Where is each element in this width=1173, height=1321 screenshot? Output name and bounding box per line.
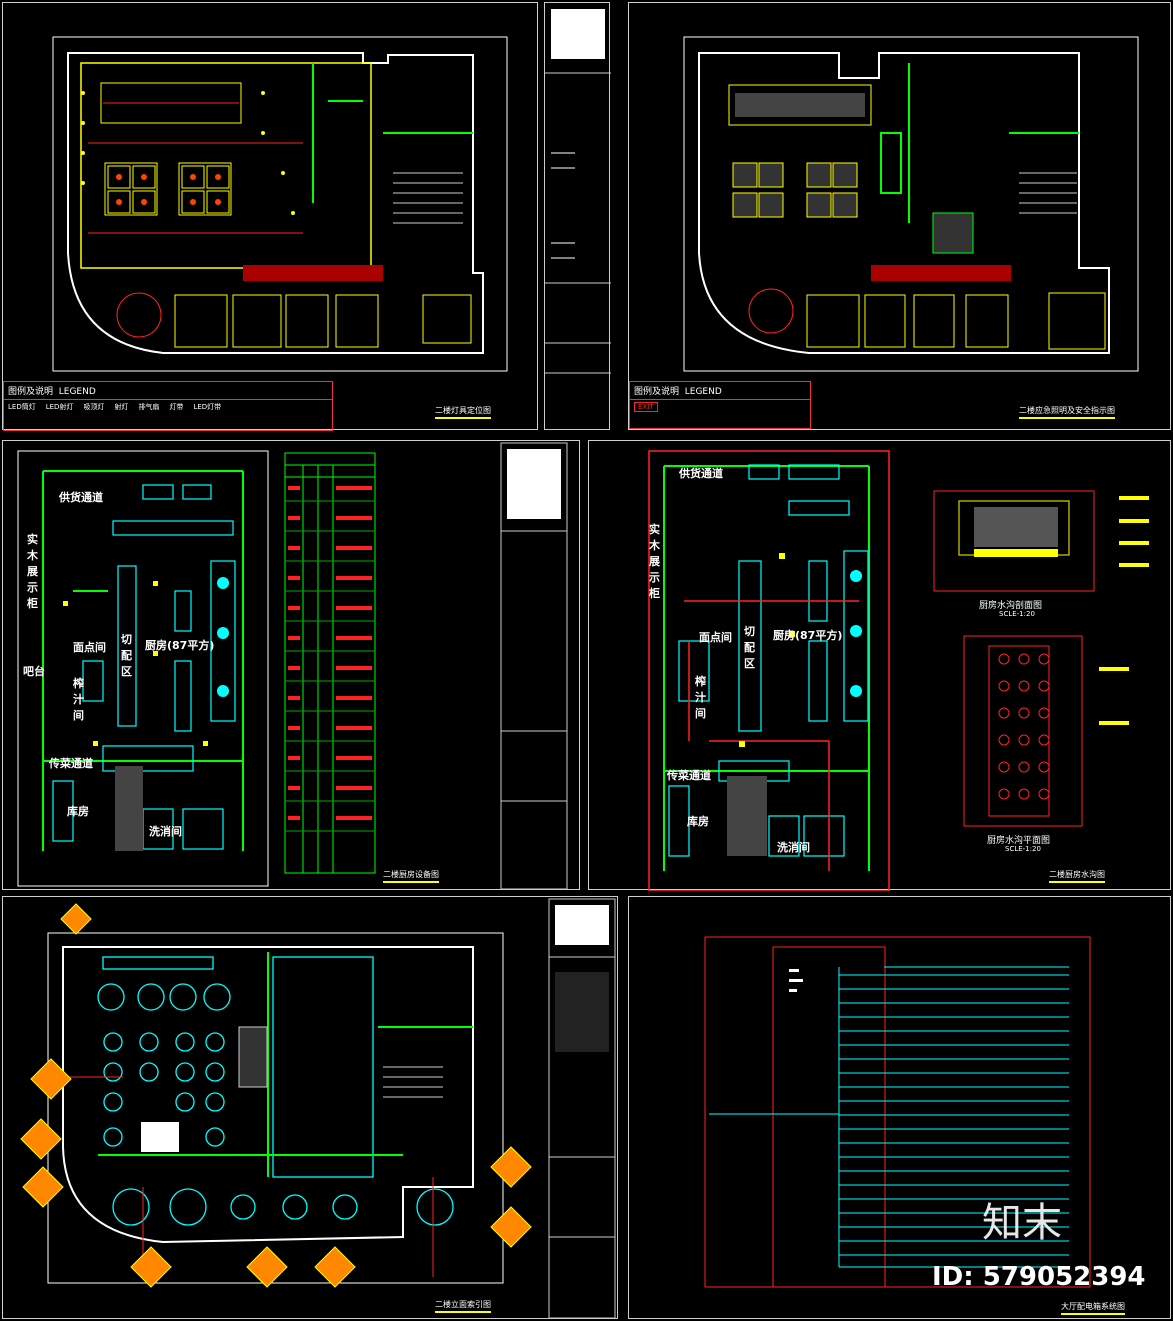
- sheet-kitchen-drain: 供货通道 厨房(87平方) 面点间 切配区 榨汁间 传菜通道 库房 洗消间 实木…: [588, 440, 1171, 891]
- sheet-emergency-lighting: 图例及说明 LEGEND EXIT 二楼应急照明及安全指示图: [628, 2, 1171, 430]
- room-display: 实木展示柜: [27, 533, 38, 610]
- legend-item: LED射灯: [45, 403, 74, 411]
- sheet-title: 二楼灯具定位图: [435, 405, 491, 419]
- emergency-plan-drawing: [683, 36, 1139, 372]
- sheet-title: 二楼厨房设备图: [383, 869, 439, 883]
- sheet-lighting-plan: 图例及说明 LEGEND LED筒灯 LED射灯 吸顶灯 射灯 排气扇 灯带 L…: [2, 2, 538, 431]
- sheet-title: 二楼立面索引图: [435, 1299, 491, 1313]
- kitchen-equipment-drawing: [17, 442, 568, 890]
- title-block-1: [544, 2, 611, 430]
- room-serving-corridor: 传菜通道: [667, 769, 711, 782]
- emergency-legend: 图例及说明 LEGEND EXIT: [629, 381, 811, 429]
- room-storage: 库房: [687, 815, 709, 828]
- legend-item: LED筒灯: [8, 403, 36, 411]
- legend-title: 图例及说明: [8, 387, 54, 397]
- legend-title: 图例及说明: [634, 387, 680, 397]
- legend-item: 吸顶灯: [83, 403, 105, 411]
- room-wash: 洗消间: [777, 841, 810, 854]
- room-cutting: 切配区: [744, 625, 755, 670]
- sheet-title: 二楼厨房水沟图: [1049, 869, 1105, 883]
- sheet-kitchen-equipment: 供货通道 厨房(87平方) 面点间 切配区 榨汁间 传菜通道 库房 洗消间 实木…: [2, 440, 580, 890]
- legend-subtitle: LEGEND: [58, 387, 96, 397]
- room-juice: 榨汁间: [695, 675, 706, 720]
- sheet-title: 二楼应急照明及安全指示图: [1019, 405, 1115, 419]
- legend-item: 射灯: [114, 403, 129, 411]
- sheet-title: 大厅配电箱系统图: [1061, 1301, 1125, 1315]
- room-supply-corridor: 供货通道: [59, 491, 103, 504]
- kitchen-drain-drawing: [648, 450, 1149, 891]
- room-supply-corridor: 供货通道: [679, 467, 723, 480]
- room-kitchen: 厨房(87平方): [773, 629, 843, 642]
- room-juice: 榨汁间: [73, 677, 84, 722]
- room-kitchen: 厨房(87平方): [145, 639, 215, 652]
- legend-item: 排气扇: [138, 403, 160, 411]
- distribution-system-drawing: [704, 936, 1091, 1288]
- lighting-plan-drawing: [52, 36, 508, 372]
- room-cutting: 切配区: [121, 633, 132, 678]
- lighting-legend: 图例及说明 LEGEND LED筒灯 LED射灯 吸顶灯 射灯 排气扇 灯带 L…: [3, 381, 333, 431]
- title-block-lines: [545, 9, 611, 374]
- legend-item: LED灯带: [193, 403, 222, 411]
- room-counter: 吧台: [23, 665, 45, 678]
- sheet-distribution-system: 大厅配电箱系统图: [628, 896, 1171, 1319]
- sheet-elevation-index: 二楼立面索引图: [2, 896, 618, 1319]
- room-storage: 库房: [67, 805, 89, 818]
- legend-item: 灯带: [169, 403, 184, 411]
- room-pastry: 面点间: [699, 631, 732, 644]
- section-title: 厨房水沟剖面图: [979, 601, 1043, 611]
- section-scale: SCLE-1:20: [999, 610, 1035, 618]
- room-serving-corridor: 传菜通道: [49, 757, 93, 770]
- room-display: 实木展示柜: [649, 523, 660, 600]
- plan-scale: SCLE-1:20: [1005, 845, 1041, 853]
- exit-sign-label: EXIT: [634, 402, 658, 412]
- watermark-id: ID: 579052394: [932, 1262, 1146, 1292]
- room-pastry: 面点间: [73, 641, 106, 654]
- plan-title: 厨房水沟平面图: [987, 836, 1051, 846]
- watermark-logo: 知末: [982, 1200, 1062, 1246]
- legend-subtitle: LEGEND: [684, 387, 722, 397]
- room-wash: 洗消间: [149, 825, 182, 838]
- elevation-index-drawing: [20, 898, 616, 1319]
